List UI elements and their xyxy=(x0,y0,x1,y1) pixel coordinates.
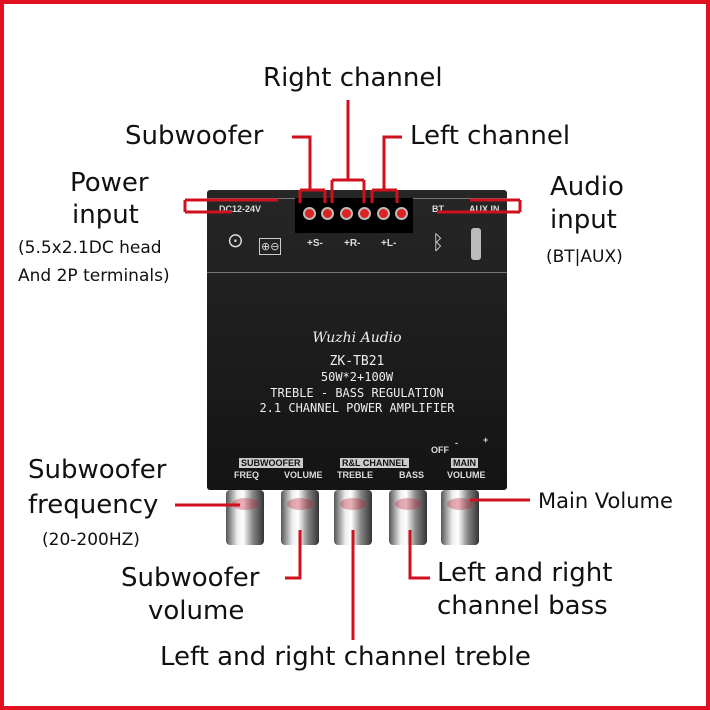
amplifier-board: DC12-24V BT AUX IN +S- +R- +L- ⊙ ⊕⊖ ᛒ Wu… xyxy=(207,190,507,490)
right-channel-label: Right channel xyxy=(263,63,443,93)
bt-label: BT xyxy=(432,204,444,214)
rl-channel-group-label: R&L CHANNEL xyxy=(340,458,409,468)
terminal-r-plus[interactable] xyxy=(340,207,353,220)
sub-volume-line xyxy=(285,530,302,580)
terminal-s-minus[interactable] xyxy=(321,207,334,220)
bass-label-1: Left and right xyxy=(437,558,613,588)
treble-label: TREBLE xyxy=(337,470,373,480)
subwoofer-freq-knob[interactable] xyxy=(226,490,264,545)
dc-label: DC12-24V xyxy=(219,204,262,214)
power-text: 50W*2+100W xyxy=(320,370,394,384)
subwoofer-label: Subwoofer xyxy=(125,121,264,151)
audio-input-label-2: input xyxy=(550,205,617,235)
sub-freq-label-1: Subwoofer xyxy=(28,455,167,485)
out-l-label: +L- xyxy=(381,238,397,249)
main-group-label: MAIN xyxy=(451,458,478,468)
minus-label: - xyxy=(455,438,458,448)
terminal-s-plus[interactable] xyxy=(303,207,316,220)
power-note-2: And 2P terminals) xyxy=(18,266,170,286)
sub-freq-label-2: frequency xyxy=(28,490,159,520)
aux-jack-icon xyxy=(471,228,481,260)
freq-label: FREQ xyxy=(234,470,260,480)
subwoofer-line xyxy=(292,135,327,203)
out-s-label: +S- xyxy=(307,238,323,249)
terminal-r-minus[interactable] xyxy=(358,207,371,220)
audio-input-label-1: Audio xyxy=(550,172,624,202)
dc-jack-icon: ⊙ xyxy=(227,228,244,252)
bass-label: BASS xyxy=(399,470,425,480)
volume-label: VOLUME xyxy=(284,470,323,480)
sub-freq-note: (20-200HZ) xyxy=(42,530,140,550)
terminal-l-minus[interactable] xyxy=(395,207,408,220)
treble-label: Left and right channel treble xyxy=(160,642,531,672)
power-note-1: (5.5x2.1DC head xyxy=(18,238,162,258)
audio-note: (BT|AUX) xyxy=(546,247,623,267)
power-input-label-2: input xyxy=(72,200,139,230)
bass-line xyxy=(408,530,430,580)
bass-label-2: channel bass xyxy=(437,591,608,621)
power-terminal-icon: ⊕⊖ xyxy=(259,238,282,255)
brand-logo: Wuzhi Audio xyxy=(312,330,402,346)
off-label: OFF xyxy=(431,445,449,455)
feature-text-2: 2.1 CHANNEL POWER AMPLIFIER xyxy=(259,401,455,415)
bluetooth-icon: ᛒ xyxy=(432,230,444,254)
left-channel-line xyxy=(370,135,402,203)
left-channel-label: Left channel xyxy=(410,121,571,151)
main-volume-label: Main Volume xyxy=(538,489,673,513)
plus-label: + xyxy=(483,435,489,445)
sub-volume-label-1: Subwoofer xyxy=(121,563,260,593)
power-input-line xyxy=(183,198,278,214)
terminal-l-plus[interactable] xyxy=(377,207,390,220)
sub-volume-label-2: volume xyxy=(148,596,245,626)
main-volume-label: VOLUME xyxy=(447,470,486,480)
bass-knob[interactable] xyxy=(389,490,427,545)
audio-input-line xyxy=(437,198,522,214)
feature-text-1: TREBLE - BASS REGULATION xyxy=(270,386,444,400)
subwoofer-group-label: SUBWOOFER xyxy=(239,458,303,468)
aux-label: AUX IN xyxy=(469,204,500,214)
out-r-label: +R- xyxy=(344,238,361,249)
right-channel-line xyxy=(330,100,366,203)
model-text: ZK-TB21 xyxy=(329,354,385,369)
power-input-label-1: Power xyxy=(70,168,149,198)
